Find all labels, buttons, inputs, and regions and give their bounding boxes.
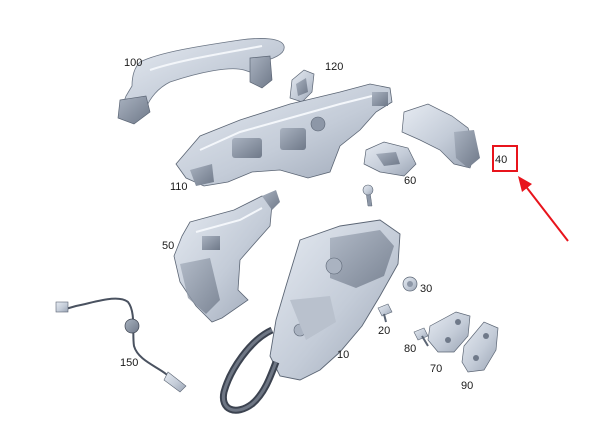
striker-70-part[interactable] bbox=[427, 311, 471, 353]
label-70: 70 bbox=[430, 363, 442, 375]
label-50: 50 bbox=[162, 240, 174, 252]
label-110: 110 bbox=[170, 181, 188, 193]
door-lock-part[interactable] bbox=[219, 184, 401, 414]
cover-part[interactable] bbox=[401, 103, 480, 169]
label-80: 80 bbox=[404, 343, 416, 355]
door-handle-part[interactable] bbox=[117, 38, 285, 125]
label-60: 60 bbox=[404, 175, 416, 187]
label-120: 120 bbox=[325, 61, 343, 73]
label-10: 10 bbox=[337, 349, 349, 361]
label-100: 100 bbox=[124, 57, 142, 69]
label-150: 150 bbox=[120, 357, 138, 369]
handle-carrier-part[interactable] bbox=[175, 83, 393, 187]
clip-part[interactable] bbox=[363, 141, 417, 177]
plate-90-part[interactable] bbox=[461, 321, 499, 373]
label-20: 20 bbox=[378, 325, 390, 337]
screw-30-part[interactable] bbox=[402, 276, 418, 292]
bolt-80-part[interactable] bbox=[413, 327, 429, 347]
small-bracket-part[interactable] bbox=[289, 69, 315, 103]
highlight-box bbox=[492, 145, 518, 172]
bowden-cable-part[interactable] bbox=[55, 297, 187, 393]
label-90: 90 bbox=[461, 380, 473, 392]
label-40: 40 bbox=[495, 154, 507, 166]
lock-bracket-part[interactable] bbox=[173, 190, 280, 323]
screw-20-part[interactable] bbox=[377, 303, 393, 323]
label-30: 30 bbox=[420, 283, 432, 295]
pointer-arrow bbox=[518, 176, 569, 242]
